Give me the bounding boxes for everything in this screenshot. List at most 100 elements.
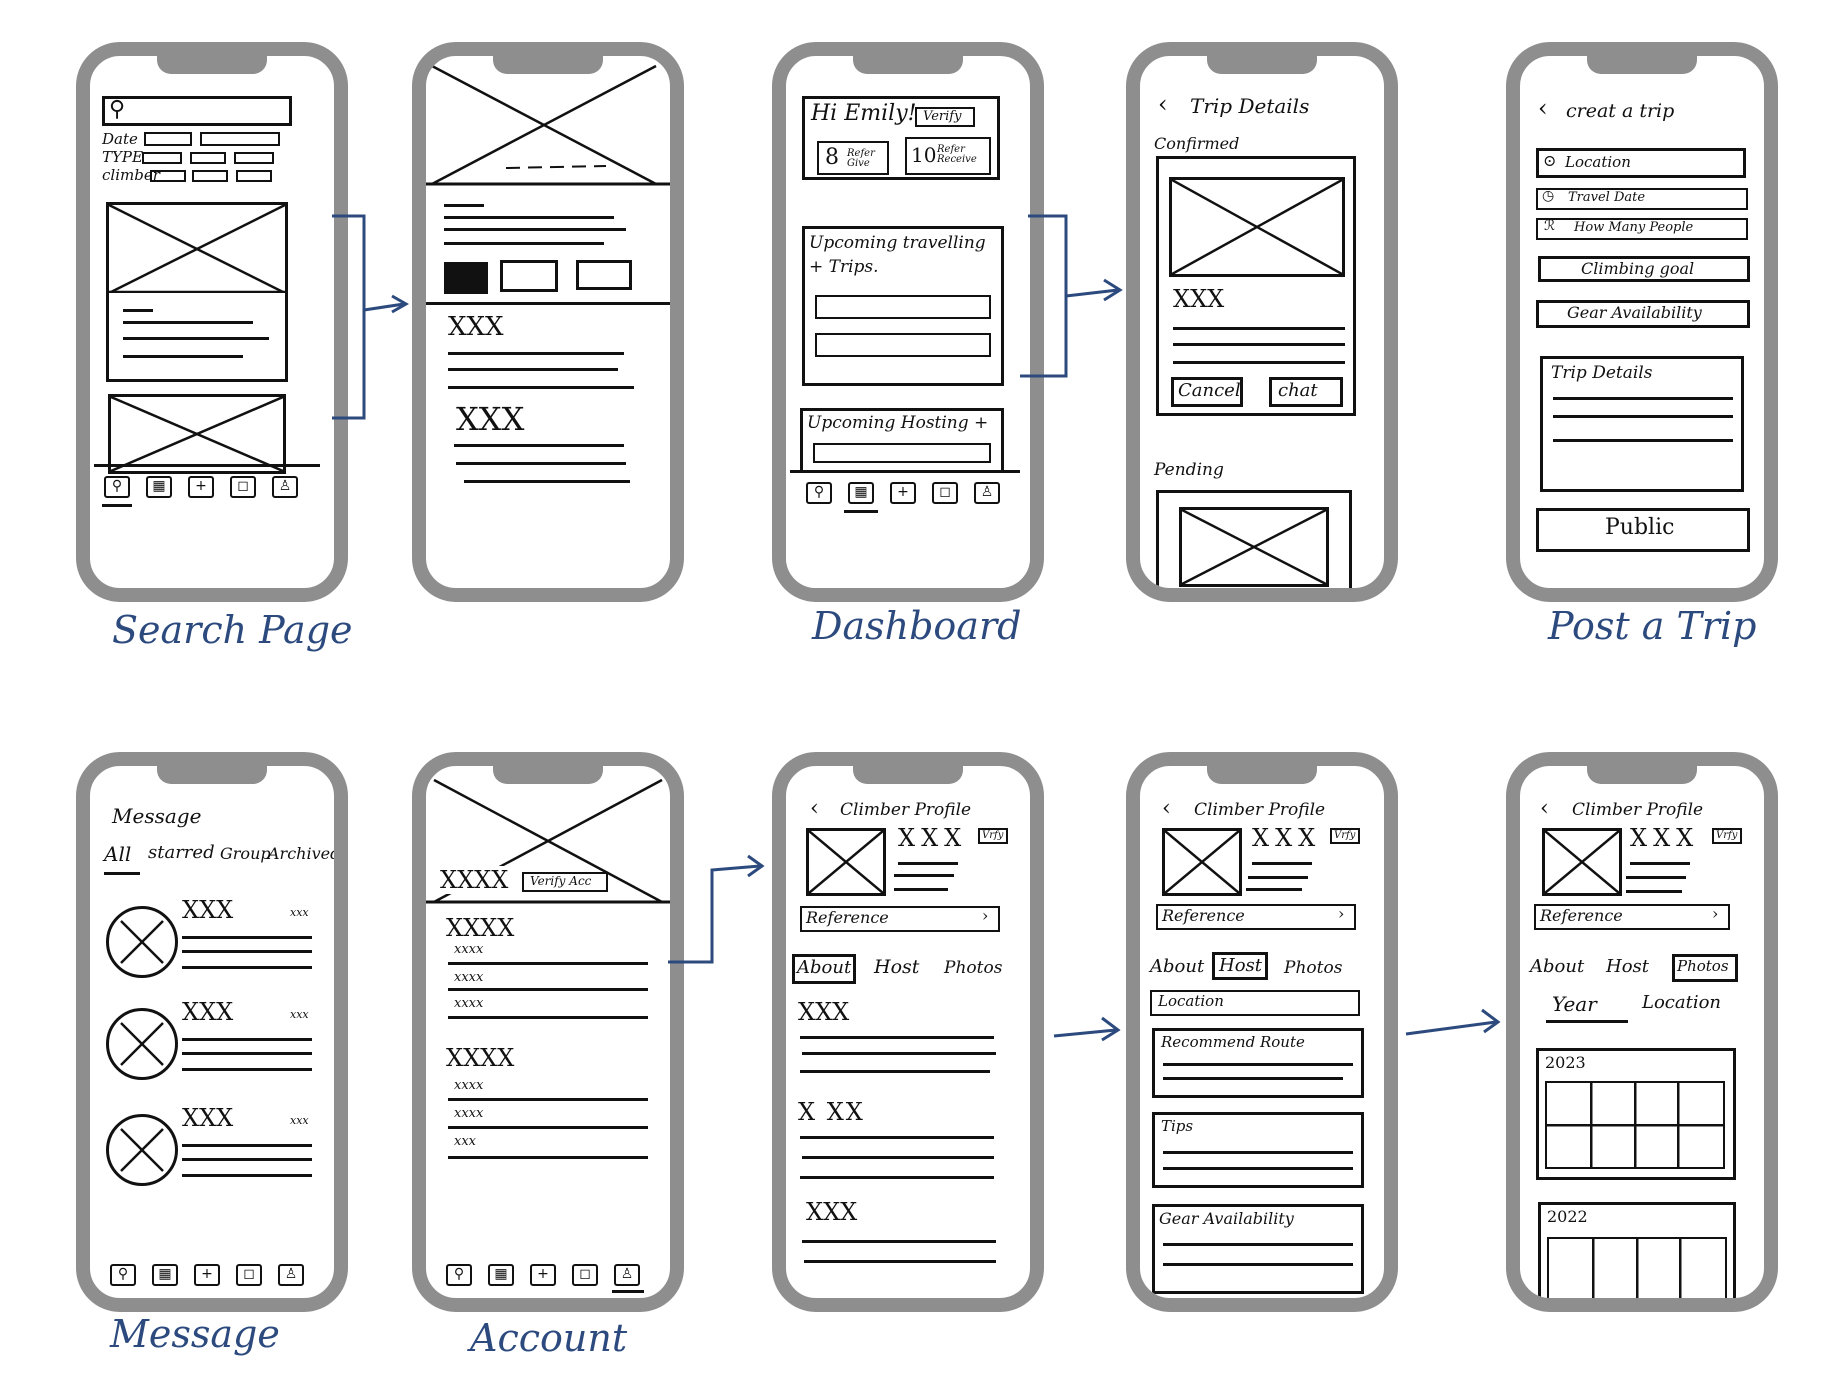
subtab-location[interactable]: Location	[1642, 992, 1722, 1013]
dashboard-icon[interactable]: ▦	[152, 1264, 178, 1286]
section1-item[interactable]: xxxx	[454, 996, 484, 1011]
thumbnail-selected[interactable]	[444, 262, 488, 294]
account-icon[interactable]: ♙	[272, 476, 298, 498]
trip-row[interactable]	[815, 333, 991, 357]
section1-item[interactable]: xxxx	[454, 942, 484, 957]
result-card-2[interactable]	[108, 394, 286, 474]
type-chip-1[interactable]	[142, 152, 182, 164]
post-icon[interactable]: +	[194, 1264, 220, 1286]
search-icon[interactable]: ⚲	[110, 1264, 136, 1286]
post-icon[interactable]: +	[890, 482, 916, 504]
back-icon[interactable]: ‹	[810, 796, 819, 821]
tab-host[interactable]: Host	[1606, 956, 1650, 977]
tab-host[interactable]: Host	[1212, 952, 1268, 980]
back-icon[interactable]: ‹	[1162, 796, 1171, 821]
thumbnail[interactable]	[500, 260, 558, 292]
recommend-route-card[interactable]: Recommend Route	[1152, 1028, 1364, 1098]
reference-row[interactable]: Reference ›	[1534, 904, 1730, 930]
confirmed-trip-card[interactable]: XXX Cancel chat	[1156, 156, 1356, 416]
chat-button[interactable]: chat	[1269, 377, 1343, 407]
year-2022-album[interactable]: 2022	[1538, 1202, 1736, 1298]
message-icon[interactable]: ◻	[572, 1264, 598, 1286]
reference-row[interactable]: Reference ›	[1156, 904, 1356, 930]
section1-item[interactable]: xxxx	[454, 970, 484, 985]
location-field[interactable]: Location	[1150, 990, 1360, 1016]
account-icon[interactable]: ♙	[614, 1264, 640, 1286]
year-2023-album[interactable]: 2023	[1536, 1048, 1736, 1180]
about-heading-1: XXX	[798, 998, 850, 1026]
dashboard-icon[interactable]: ▦	[848, 482, 874, 504]
tab-host[interactable]: Host	[874, 956, 920, 978]
tab-photos[interactable]: Photos	[1672, 954, 1738, 982]
thumbnail[interactable]	[576, 260, 632, 290]
back-icon[interactable]: ‹	[1158, 90, 1168, 118]
active-tab-underline	[104, 872, 140, 875]
climber-chip-1[interactable]	[150, 170, 186, 182]
back-icon[interactable]: ‹	[1538, 94, 1548, 122]
tab-about[interactable]: About	[1530, 956, 1585, 977]
tab-group[interactable]: Group	[220, 844, 271, 863]
people-field[interactable]: ℛ How Many People	[1536, 218, 1748, 240]
climber-chip-2[interactable]	[192, 170, 228, 182]
type-chip-2[interactable]	[190, 152, 226, 164]
tab-photos[interactable]: Photos	[1284, 958, 1343, 978]
cancel-button[interactable]: Cancel	[1171, 377, 1243, 407]
message-icon[interactable]: ◻	[236, 1264, 262, 1286]
text-line	[1630, 862, 1690, 865]
caption-post: Post a Trip	[1548, 604, 1757, 648]
list-item[interactable]: XXX xxx	[90, 998, 334, 1088]
tab-starred[interactable]: starred	[148, 842, 215, 863]
verify-button[interactable]: Verify	[915, 107, 975, 127]
climbing-goal-field[interactable]: Climbing goal	[1538, 256, 1750, 282]
message-icon[interactable]: ◻	[230, 476, 256, 498]
upcoming-trips-card[interactable]: Upcoming travelling + Trips.	[802, 226, 1004, 386]
tab-archived[interactable]: Archived	[268, 844, 334, 863]
dashboard-icon[interactable]: ▦	[146, 476, 172, 498]
climber-chip-3[interactable]	[236, 170, 272, 182]
text-line	[800, 1070, 990, 1073]
tips-card[interactable]: Tips	[1152, 1112, 1364, 1188]
dashboard-icon[interactable]: ▦	[488, 1264, 514, 1286]
search-icon[interactable]: ⚲	[446, 1264, 472, 1286]
location-field[interactable]: ⊙ Location	[1536, 148, 1746, 178]
text-line	[1553, 397, 1733, 400]
public-button[interactable]: Public	[1536, 508, 1750, 552]
reference-row[interactable]: Reference ›	[800, 906, 1000, 932]
tab-about[interactable]: About	[1150, 956, 1205, 977]
section2-item[interactable]: xxxx	[454, 1078, 484, 1093]
account-icon[interactable]: ♙	[974, 482, 1000, 504]
date-field-2[interactable]	[200, 132, 280, 146]
tab-all[interactable]: All	[104, 842, 132, 866]
gear-availability-field[interactable]: Gear Availability	[1536, 300, 1750, 328]
search-bar[interactable]: ⚲	[102, 96, 292, 126]
search-icon[interactable]: ⚲	[104, 476, 130, 498]
verify-account-button[interactable]: Verify Acc	[522, 872, 608, 892]
trip-row[interactable]	[815, 295, 991, 319]
date-field-1[interactable]	[144, 132, 192, 146]
message-icon[interactable]: ◻	[932, 482, 958, 504]
list-item[interactable]: XXX xxx	[90, 1104, 334, 1194]
section2-item[interactable]: xxx	[454, 1134, 476, 1149]
travel-date-field[interactable]: ◷ Travel Date	[1536, 188, 1748, 210]
tab-photos[interactable]: Photos	[944, 958, 1003, 978]
hosting-row[interactable]	[813, 443, 991, 463]
account-icon[interactable]: ♙	[278, 1264, 304, 1286]
trip-details-textarea[interactable]: Trip Details	[1540, 356, 1744, 492]
type-chip-3[interactable]	[234, 152, 274, 164]
text-line	[1173, 361, 1345, 364]
subtab-year[interactable]: Year	[1552, 992, 1597, 1016]
back-icon[interactable]: ‹	[1540, 796, 1549, 821]
tab-about[interactable]: About	[792, 954, 856, 984]
refer-give-count: 8	[825, 145, 839, 170]
section2-item[interactable]: xxxx	[454, 1106, 484, 1121]
gear-availability-card[interactable]: Gear Availability	[1152, 1204, 1364, 1294]
post-icon[interactable]: +	[530, 1264, 556, 1286]
refer-give-button[interactable]: 8 Refer Give	[817, 141, 889, 175]
result-card-1[interactable]	[106, 202, 288, 382]
refer-receive-button[interactable]: 10 Refer Receive	[905, 137, 991, 175]
post-icon[interactable]: +	[188, 476, 214, 498]
pending-trip-card[interactable]	[1156, 490, 1352, 588]
type-label: TYPE	[102, 148, 143, 166]
list-item[interactable]: XXX xxx	[90, 896, 334, 986]
search-icon[interactable]: ⚲	[806, 482, 832, 504]
